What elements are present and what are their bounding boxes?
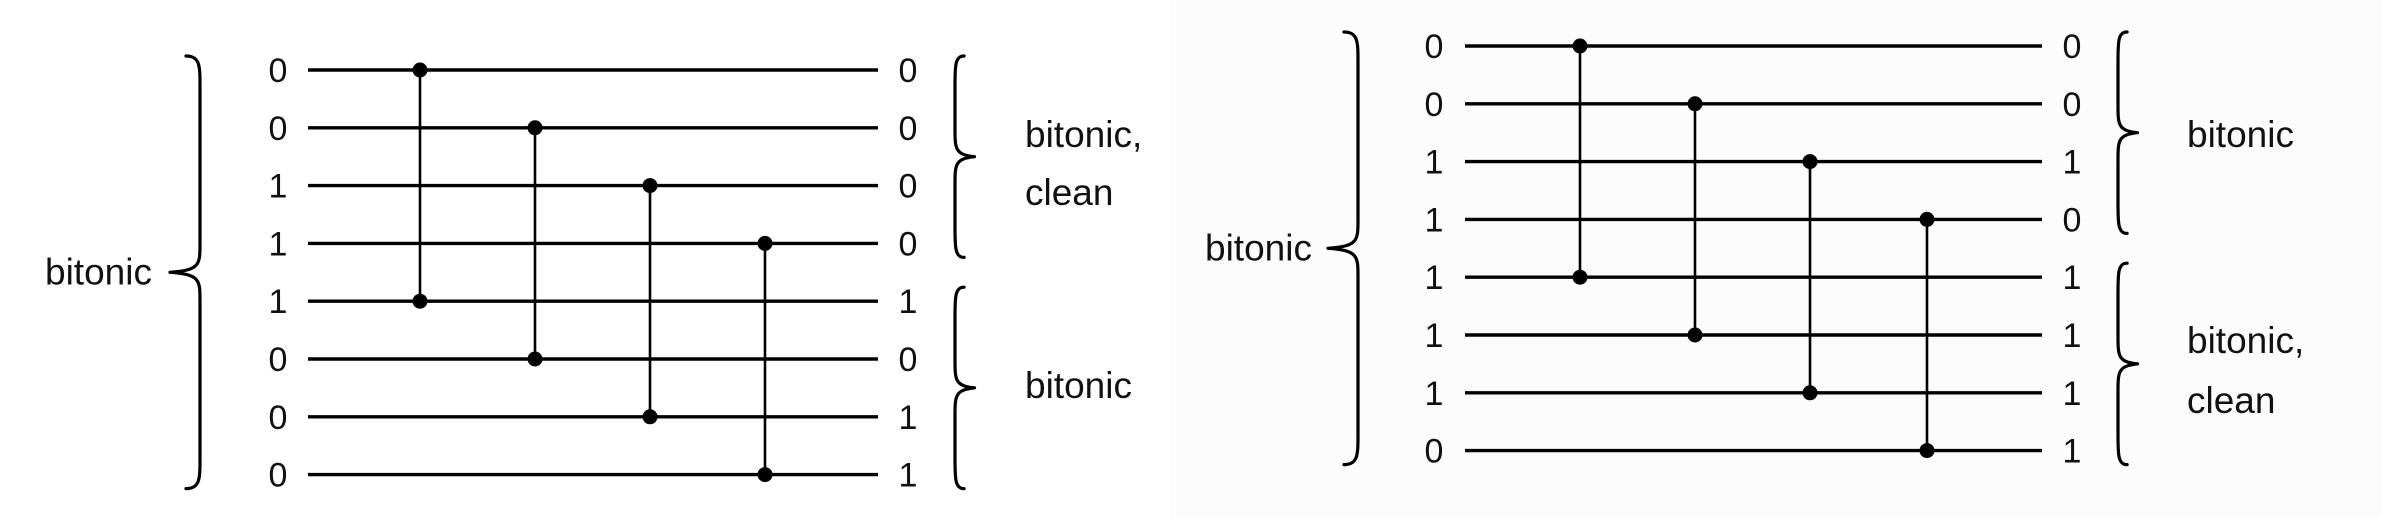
input-value-3: 1: [1425, 201, 1444, 239]
output-value-2: 1: [2063, 144, 2082, 182]
comparator-bottom-dot: [1919, 443, 1935, 459]
comparator-top-dot: [412, 62, 428, 78]
output-value-1: 0: [2063, 86, 2082, 124]
left-brace: [168, 54, 202, 491]
input-value-3: 1: [269, 225, 288, 263]
input-value-2: 1: [1425, 144, 1444, 182]
input-value-4: 1: [269, 283, 288, 321]
right-bottom-brace: [2116, 261, 2140, 467]
input-value-2: 1: [269, 168, 288, 206]
input-value-7: 0: [269, 457, 288, 495]
right-top-brace: [2116, 30, 2140, 235]
output-value-0: 0: [2063, 28, 2082, 66]
output-value-4: 1: [899, 283, 918, 321]
comparator-top-dot: [757, 235, 773, 251]
comparator-bottom-dot: [1572, 269, 1588, 285]
input-value-5: 1: [1425, 317, 1444, 355]
top-right-label-line-0: bitonic: [2187, 114, 2294, 155]
bottom-right-label-line-0: bitonic: [1025, 365, 1132, 406]
comparator-bottom-dot: [642, 409, 658, 425]
input-value-0: 0: [1425, 28, 1444, 66]
input-value-7: 0: [1425, 433, 1444, 471]
output-value-5: 1: [2063, 317, 2082, 355]
output-value-6: 1: [899, 399, 918, 437]
comparator-bottom-dot: [1687, 327, 1703, 343]
output-value-5: 0: [899, 341, 918, 379]
top-right-label-line-0: bitonic,: [1025, 114, 1142, 155]
comparator-3-7: [1919, 211, 1935, 459]
input-value-4: 1: [1425, 259, 1444, 297]
output-value-3: 0: [899, 225, 918, 263]
output-value-0: 0: [899, 52, 918, 90]
input-value-6: 0: [269, 399, 288, 437]
left-label: bitonic: [45, 251, 152, 292]
output-value-6: 1: [2063, 375, 2082, 413]
bottom-right-label-line-0: bitonic,: [2187, 320, 2304, 361]
bottom-right-label-line-1: clean: [2187, 380, 2275, 421]
comparator-3-7: [757, 235, 773, 483]
comparator-1-5: [527, 120, 543, 367]
comparator-0-4: [412, 62, 428, 309]
input-value-1: 0: [1425, 86, 1444, 124]
input-value-6: 1: [1425, 375, 1444, 413]
comparator-bottom-dot: [412, 293, 428, 309]
right-panel-background: [1170, 0, 2382, 518]
output-value-2: 0: [899, 168, 918, 206]
output-value-3: 0: [2063, 201, 2082, 239]
comparator-top-dot: [1919, 211, 1935, 227]
comparator-0-4: [1572, 38, 1588, 285]
comparator-2-6: [1802, 154, 1818, 401]
comparator-top-dot: [1572, 38, 1588, 54]
comparator-top-dot: [1687, 96, 1703, 112]
sorting-network-2: 0 0 1 1 1 1 1 0 0 0 1 0 1 1 1 1 bitonic bitonic bitonic, cl…: [1205, 28, 2304, 471]
left-label: bitonic: [1205, 227, 1312, 268]
output-value-7: 1: [899, 457, 918, 495]
top-right-label-line-1: clean: [1025, 172, 1113, 213]
comparator-top-dot: [1802, 154, 1818, 170]
output-value-7: 1: [2063, 433, 2082, 471]
sorting-network-1: 0 0 1 1 1 0 0 0 0 0 0 0 1 0 1 1 bitonic bitonic, clean bito…: [45, 52, 1142, 495]
comparator-bottom-dot: [757, 467, 773, 483]
comparator-top-dot: [642, 178, 658, 194]
output-value-1: 0: [899, 110, 918, 148]
comparator-1-5: [1687, 96, 1703, 343]
output-value-4: 1: [2063, 259, 2082, 297]
input-value-1: 0: [269, 110, 288, 148]
comparator-top-dot: [527, 120, 543, 136]
input-value-5: 0: [269, 341, 288, 379]
comparator-2-6: [642, 178, 658, 425]
left-brace: [1326, 30, 1360, 467]
right-bottom-brace: [953, 285, 977, 491]
right-top-brace: [953, 54, 977, 259]
comparator-bottom-dot: [527, 351, 543, 367]
comparator-bottom-dot: [1802, 385, 1818, 401]
input-value-0: 0: [269, 52, 288, 90]
